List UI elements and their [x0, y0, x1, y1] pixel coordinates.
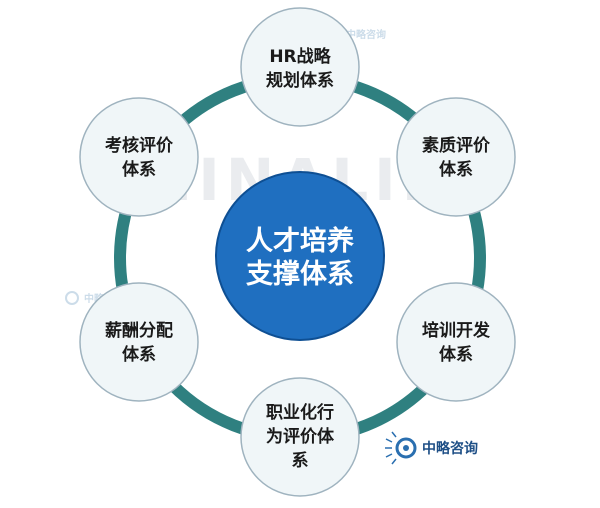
node-label-line: 体系 — [122, 344, 156, 365]
node-label-line: 规划体系 — [266, 70, 334, 91]
node-label-line: 素质评价 — [422, 136, 491, 156]
node-career-eval: 职业化行 为评价体 系 — [240, 377, 360, 497]
node-label-line: HR战略 — [269, 46, 331, 67]
center-line-1: 人才培养 — [246, 225, 354, 257]
node-assessment: 考核评价 体系 — [79, 97, 199, 217]
watermark-logo-bottom: 中略咨询 — [385, 431, 478, 465]
node-label-line: 考核评价 — [104, 135, 174, 156]
center-line-2: 支撑体系 — [246, 259, 354, 290]
node-label-line: 职业化行 — [266, 402, 334, 423]
node-label-line: 体系 — [439, 159, 473, 180]
logo-burst-icon — [385, 431, 417, 465]
node-label-line: 培训开发 — [422, 320, 491, 341]
node-label-line: 体系 — [439, 344, 473, 365]
node-hr-strategy: HR战略 规划体系 — [240, 7, 360, 127]
node-label-line: 系 — [292, 451, 309, 471]
node-salary: 薪酬分配 体系 — [79, 282, 199, 402]
center-circle — [215, 171, 385, 341]
watermark-logo-text: 中略咨询 — [346, 28, 386, 41]
watermark-logo-text: 中略咨询 — [422, 440, 478, 457]
node-label-line: 薪酬分配 — [105, 321, 173, 341]
node-quality-eval: 素质评价 体系 — [396, 97, 516, 217]
node-label-line: 为评价体 — [266, 426, 335, 447]
node-training-dev: 培训开发 体系 — [396, 282, 516, 402]
node-label-line: 体系 — [122, 159, 156, 180]
